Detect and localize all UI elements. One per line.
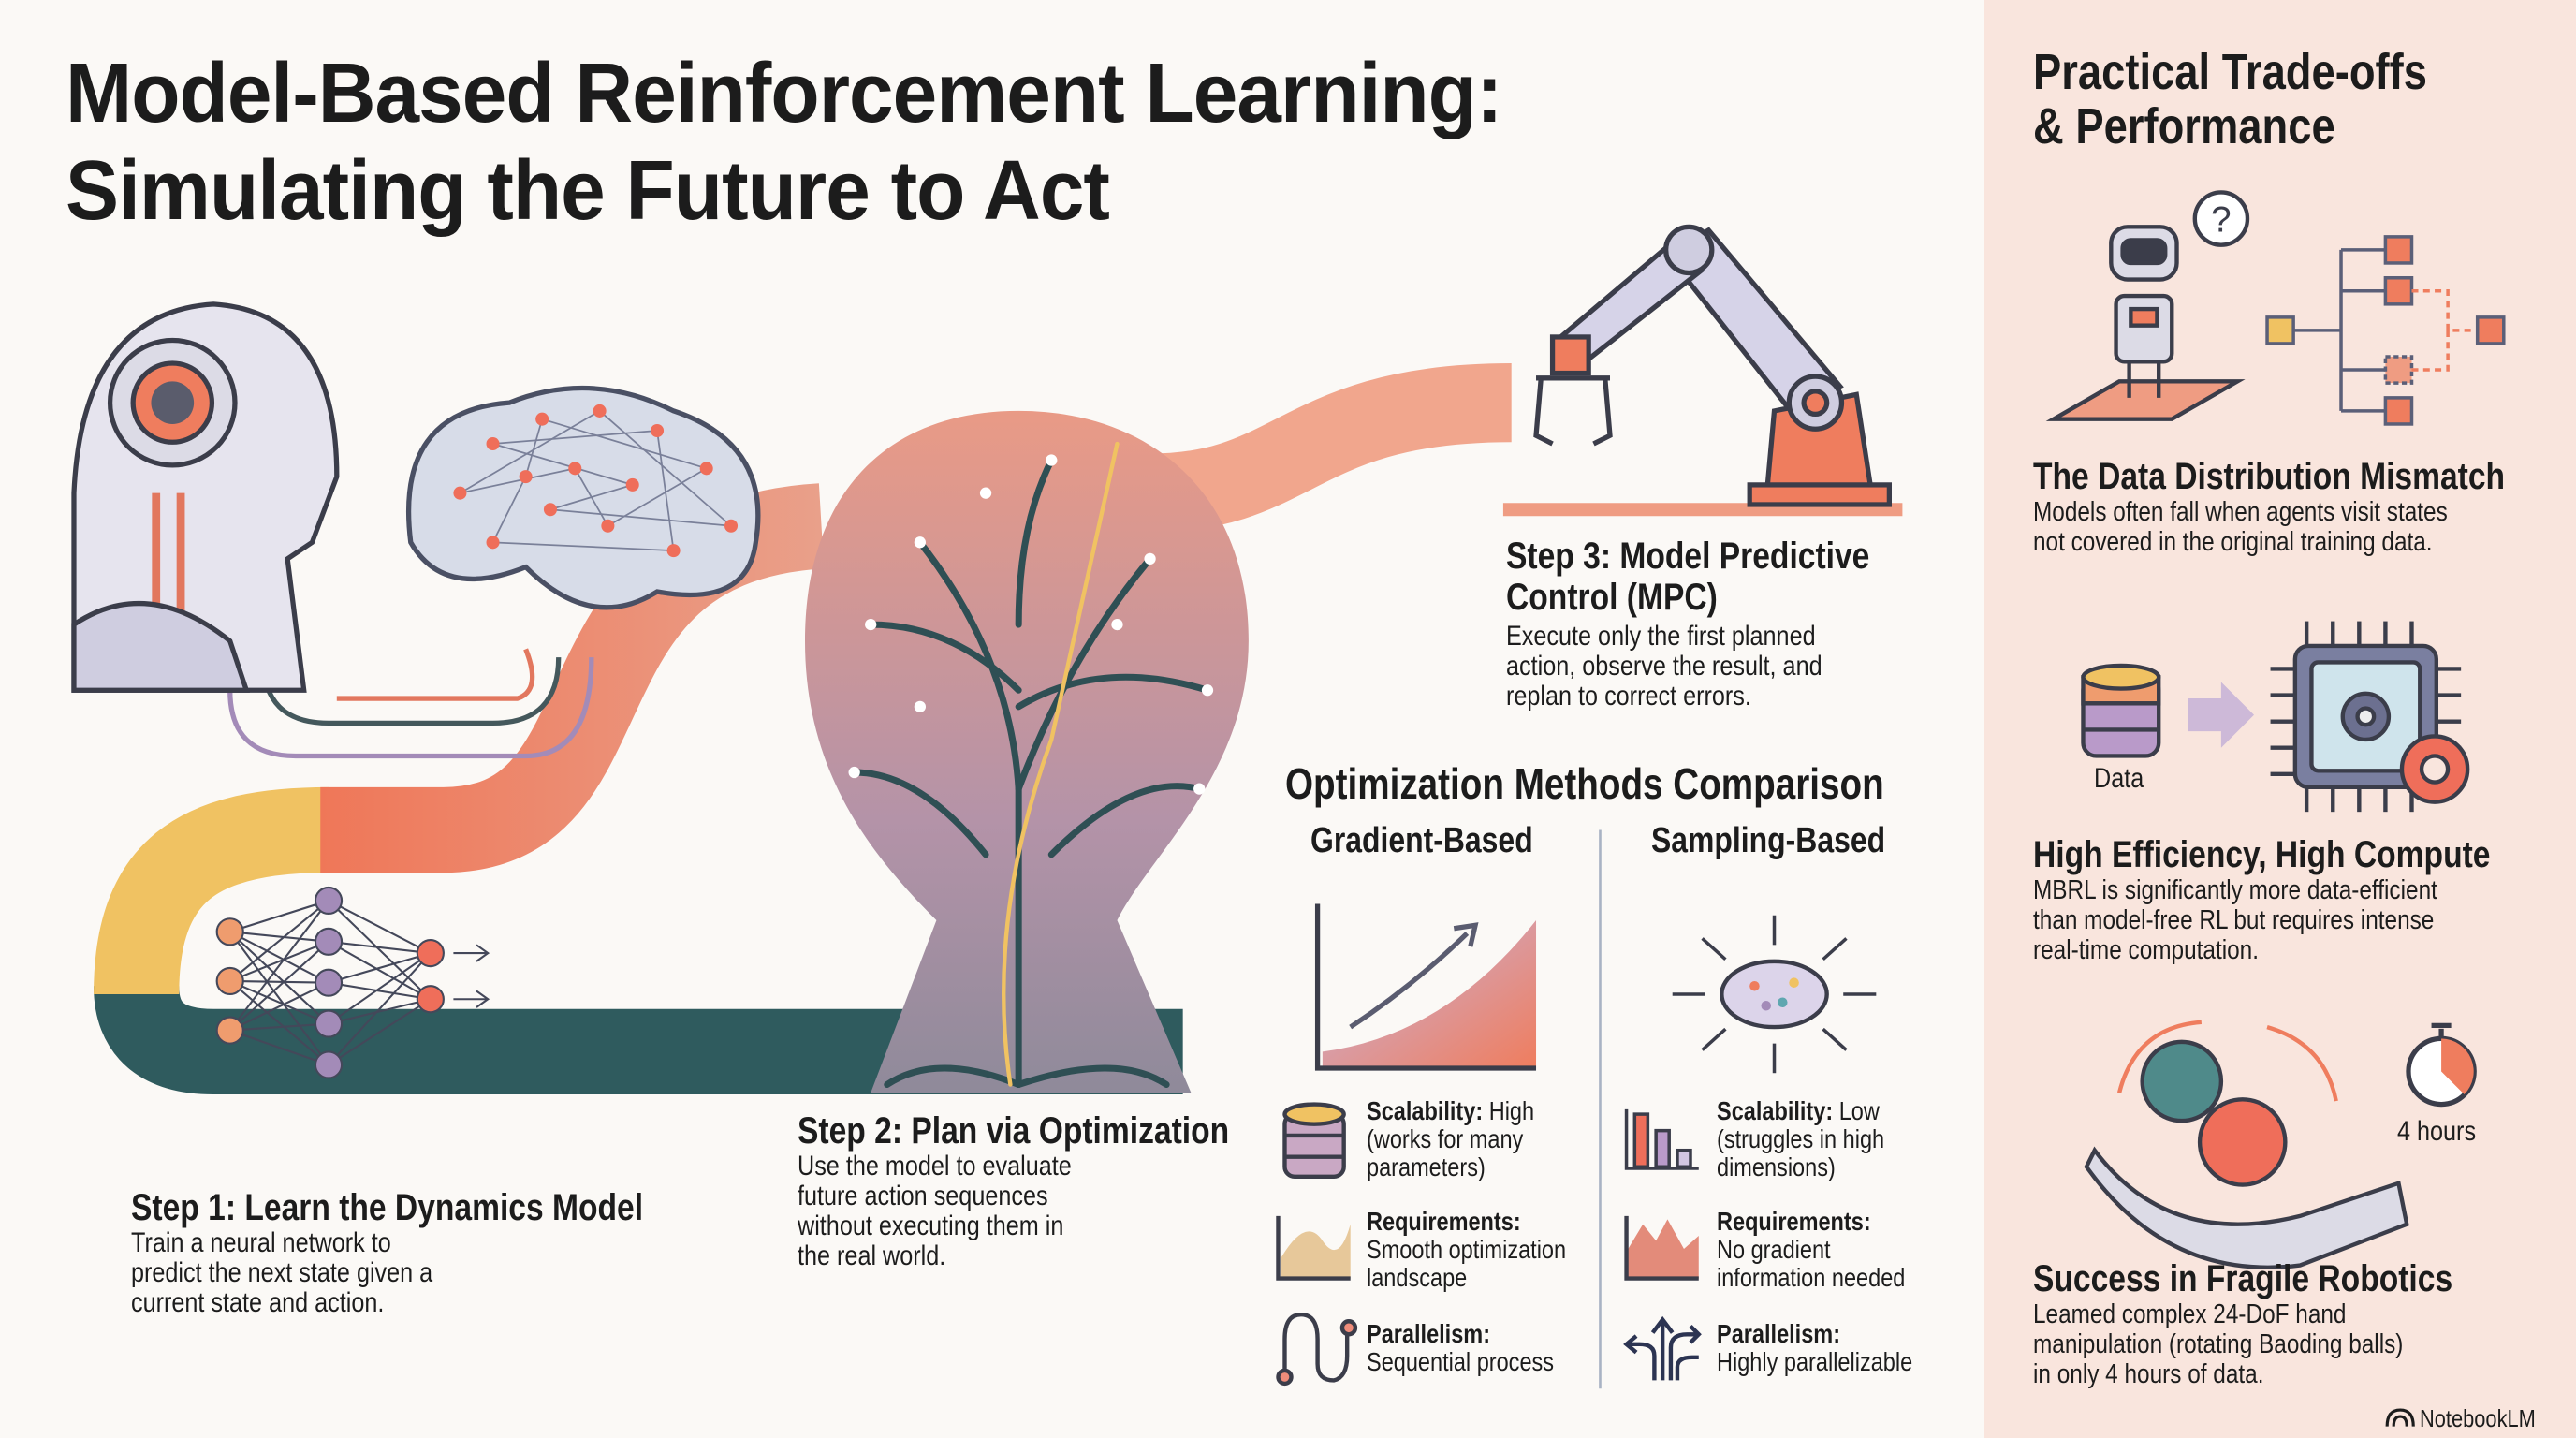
brain-node: [519, 470, 533, 484]
brain-node: [651, 423, 665, 437]
step-2: Step 2: Plan via Optimization Use the mo…: [798, 1110, 1229, 1271]
arrow-right-icon: [2188, 682, 2254, 748]
hours-label: 4 hours: [2397, 1116, 2477, 1147]
bar-chart-icon: [1624, 1108, 1699, 1170]
tree-node: [1111, 618, 1123, 631]
sampling-header: Sampling-Based: [1651, 821, 1886, 860]
tree-node: [865, 618, 877, 631]
tree-node: [914, 700, 926, 712]
tree-node: [1193, 783, 1206, 795]
sampling-cloud-icon: [1672, 915, 1877, 1074]
nn-node: [314, 927, 344, 956]
nn-node: [314, 886, 344, 916]
brain-node: [535, 412, 549, 426]
brain-node: [699, 462, 713, 476]
tree-branch: [1015, 1064, 1170, 1089]
sidebar-title: Practical Trade-offs& Performance: [2033, 44, 2427, 154]
sample-arrow: [1822, 937, 1848, 961]
nn-node: [215, 1016, 244, 1045]
title-line-1: Model-Based Reinforcement Learning:: [66, 47, 1502, 140]
nn-node: [314, 968, 344, 997]
robot-hand-baoding-balls-icon: [2084, 1020, 2409, 1269]
sequential-path-icon: [1276, 1313, 1358, 1387]
sidebar-section-robotics: Success in Fragile Robotics Leamed compl…: [2033, 1258, 2453, 1389]
gradient-descent-chart-icon: [1314, 903, 1537, 1071]
nn-node: [215, 966, 244, 996]
gradient-header: Gradient-Based: [1310, 821, 1533, 860]
stopwatch-icon: [2406, 1022, 2477, 1108]
nn-node: [215, 917, 244, 946]
step-1: Step 1: Learn the Dynamics Model Train a…: [131, 1187, 643, 1318]
question-mark: ?: [2211, 200, 2231, 241]
brain-node: [453, 486, 467, 500]
sidebar-section-efficiency: High Efficiency, High Compute MBRL is si…: [2033, 834, 2491, 965]
tree-highlight-branch: [1002, 441, 1120, 1087]
nn-node: [416, 939, 445, 968]
data-label: Data: [2094, 763, 2144, 794]
notebooklm-logo-icon: [2385, 1408, 2415, 1427]
tree-node: [979, 487, 992, 499]
tree-node: [1201, 684, 1214, 697]
branching-flowchart-icon: [2265, 235, 2506, 426]
brain-network-illustration: [405, 385, 761, 610]
brain-node: [593, 404, 607, 418]
tree-branch: [1015, 457, 1055, 628]
sidebar-section-mismatch: The Data Distribution Mismatch Models of…: [2033, 456, 2506, 557]
page-title: Model-Based Reinforcement Learning: Simu…: [66, 45, 1502, 240]
tree-node: [1144, 552, 1156, 565]
smooth-landscape-icon: [1276, 1215, 1351, 1281]
nn-node: [314, 1050, 344, 1079]
tree-illustration: [805, 410, 1249, 1093]
title-line-2: Simulating the Future to Act: [66, 144, 1110, 238]
nn-node: [416, 985, 445, 1014]
tree-branch: [884, 1064, 1022, 1089]
brain-node: [666, 544, 681, 558]
gradient-row-parallelism: Parallelism:Sequential process: [1367, 1319, 1555, 1376]
processor-chip-icon: [2270, 621, 2470, 813]
tree-branch: [1015, 555, 1154, 793]
brain-node: [543, 503, 557, 517]
rugged-landscape-icon: [1624, 1215, 1699, 1281]
tree-node: [1046, 454, 1058, 466]
confused-robot-icon: [2045, 190, 2250, 421]
parallel-arrows-icon: [1623, 1315, 1702, 1381]
sampling-row-parallelism: Parallelism:Highly parallelizable: [1717, 1319, 1913, 1376]
output-arrow-icon: [453, 990, 490, 1008]
tree-branch: [1015, 673, 1211, 711]
step-2-title: Step 2: Plan via Optimization: [798, 1110, 1230, 1152]
step-1-title: Step 1: Learn the Dynamics Model: [131, 1187, 644, 1228]
sample-arrow: [1701, 937, 1727, 961]
neural-network-icon: [215, 886, 490, 1079]
brain-node: [486, 536, 500, 550]
sample-arrow: [1701, 1027, 1727, 1051]
brain-node: [601, 519, 615, 533]
brain-node: [625, 477, 639, 492]
brain-node: [568, 462, 582, 476]
comparison-title: Optimization Methods Comparison: [1285, 759, 1884, 808]
tree-node: [848, 766, 860, 779]
robot-head-illustration: [71, 301, 340, 693]
data-database-icon: [2081, 663, 2161, 758]
tree-branch: [851, 769, 989, 858]
brain-node: [724, 519, 739, 533]
nn-node: [314, 1009, 344, 1038]
notebooklm-brand: NotebookLM: [2420, 1404, 2536, 1432]
database-icon: [1282, 1102, 1346, 1179]
tree-node: [914, 536, 926, 549]
brain-node: [486, 437, 500, 451]
output-arrow-icon: [453, 944, 490, 962]
tree-branch: [867, 621, 1022, 694]
sample-arrow: [1822, 1027, 1848, 1051]
tree-branch: [1047, 783, 1203, 858]
robot-arm-illustration: [1502, 224, 1903, 517]
